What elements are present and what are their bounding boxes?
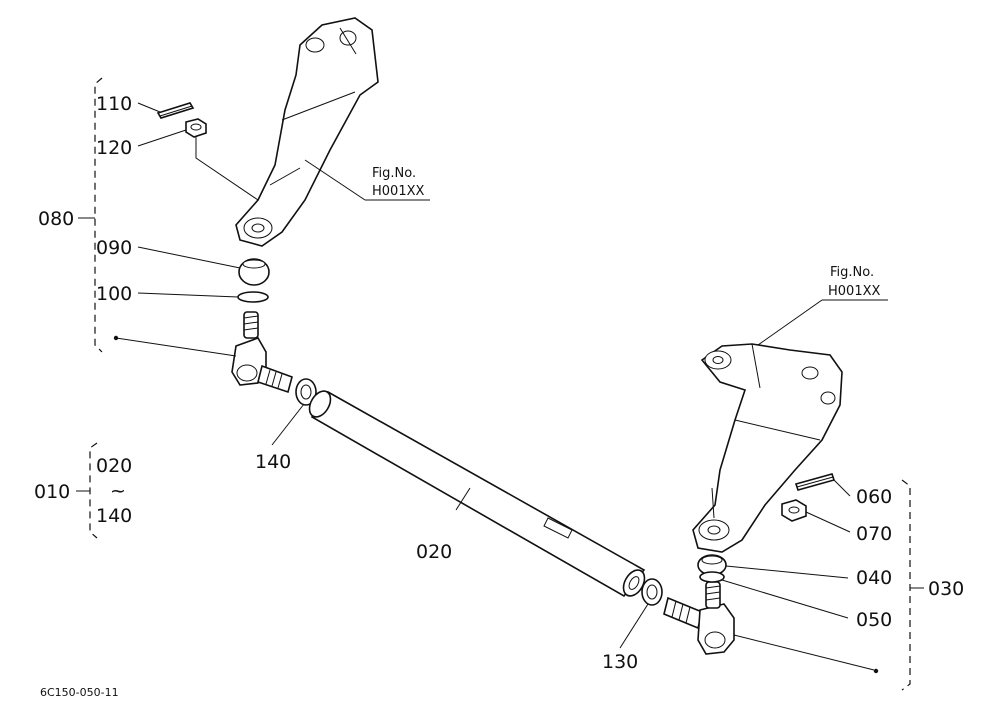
bracket-080 xyxy=(78,77,119,353)
tie-rod-tube xyxy=(308,390,646,598)
cotter-pin-left xyxy=(156,102,195,119)
label-010: 010 xyxy=(34,481,70,503)
label-040: 040 xyxy=(856,567,892,589)
castle-nut-right xyxy=(781,499,807,522)
label-030: 030 xyxy=(928,578,964,600)
label-050: 050 xyxy=(856,609,892,631)
diagram-code: 6C150-050-11 xyxy=(40,686,119,699)
label-060: 060 xyxy=(856,486,892,508)
castle-nut-left xyxy=(185,118,207,138)
figref-left-line1: Fig.No. xyxy=(372,166,416,181)
dust-ring-left xyxy=(237,291,269,303)
label-090: 090 xyxy=(96,237,132,259)
lock-nut-right xyxy=(641,578,663,606)
dust-cover-right xyxy=(699,571,725,583)
tie-rod-end-right xyxy=(663,581,735,655)
part-labels: 110 120 080 090 100 140 010 020 ~ 140 02… xyxy=(34,93,964,673)
label-020: 020 xyxy=(416,541,452,563)
figref-right-line1: Fig.No. xyxy=(830,265,874,280)
label-110: 110 xyxy=(96,93,132,115)
cotter-pin-right xyxy=(794,473,836,491)
label-070: 070 xyxy=(856,523,892,545)
ball-seat-left xyxy=(238,258,270,286)
bracket-010 xyxy=(76,442,98,539)
bracket-030 xyxy=(873,479,924,691)
leader-lines xyxy=(115,102,888,671)
label-010-range-end: 140 xyxy=(96,505,132,527)
figure-reference-right: Fig.No. H001XX xyxy=(828,265,880,299)
ball-seat-right xyxy=(697,554,727,576)
tie-rod-end-left xyxy=(231,311,293,394)
label-080: 080 xyxy=(38,208,74,230)
figref-right-line2: H001XX xyxy=(828,284,880,299)
left-knuckle-arm xyxy=(235,17,379,247)
figref-left-line2: H001XX xyxy=(372,184,424,199)
label-120: 120 xyxy=(96,137,132,159)
label-140: 140 xyxy=(255,451,291,473)
label-100: 100 xyxy=(96,283,132,305)
label-130: 130 xyxy=(602,651,638,673)
lock-nut-left xyxy=(295,378,317,406)
right-knuckle-arm xyxy=(692,343,843,553)
label-010-range-start: 020 xyxy=(96,455,132,477)
figure-reference-left: Fig.No. H001XX xyxy=(372,166,424,199)
label-010-range-tilde: ~ xyxy=(110,480,126,502)
